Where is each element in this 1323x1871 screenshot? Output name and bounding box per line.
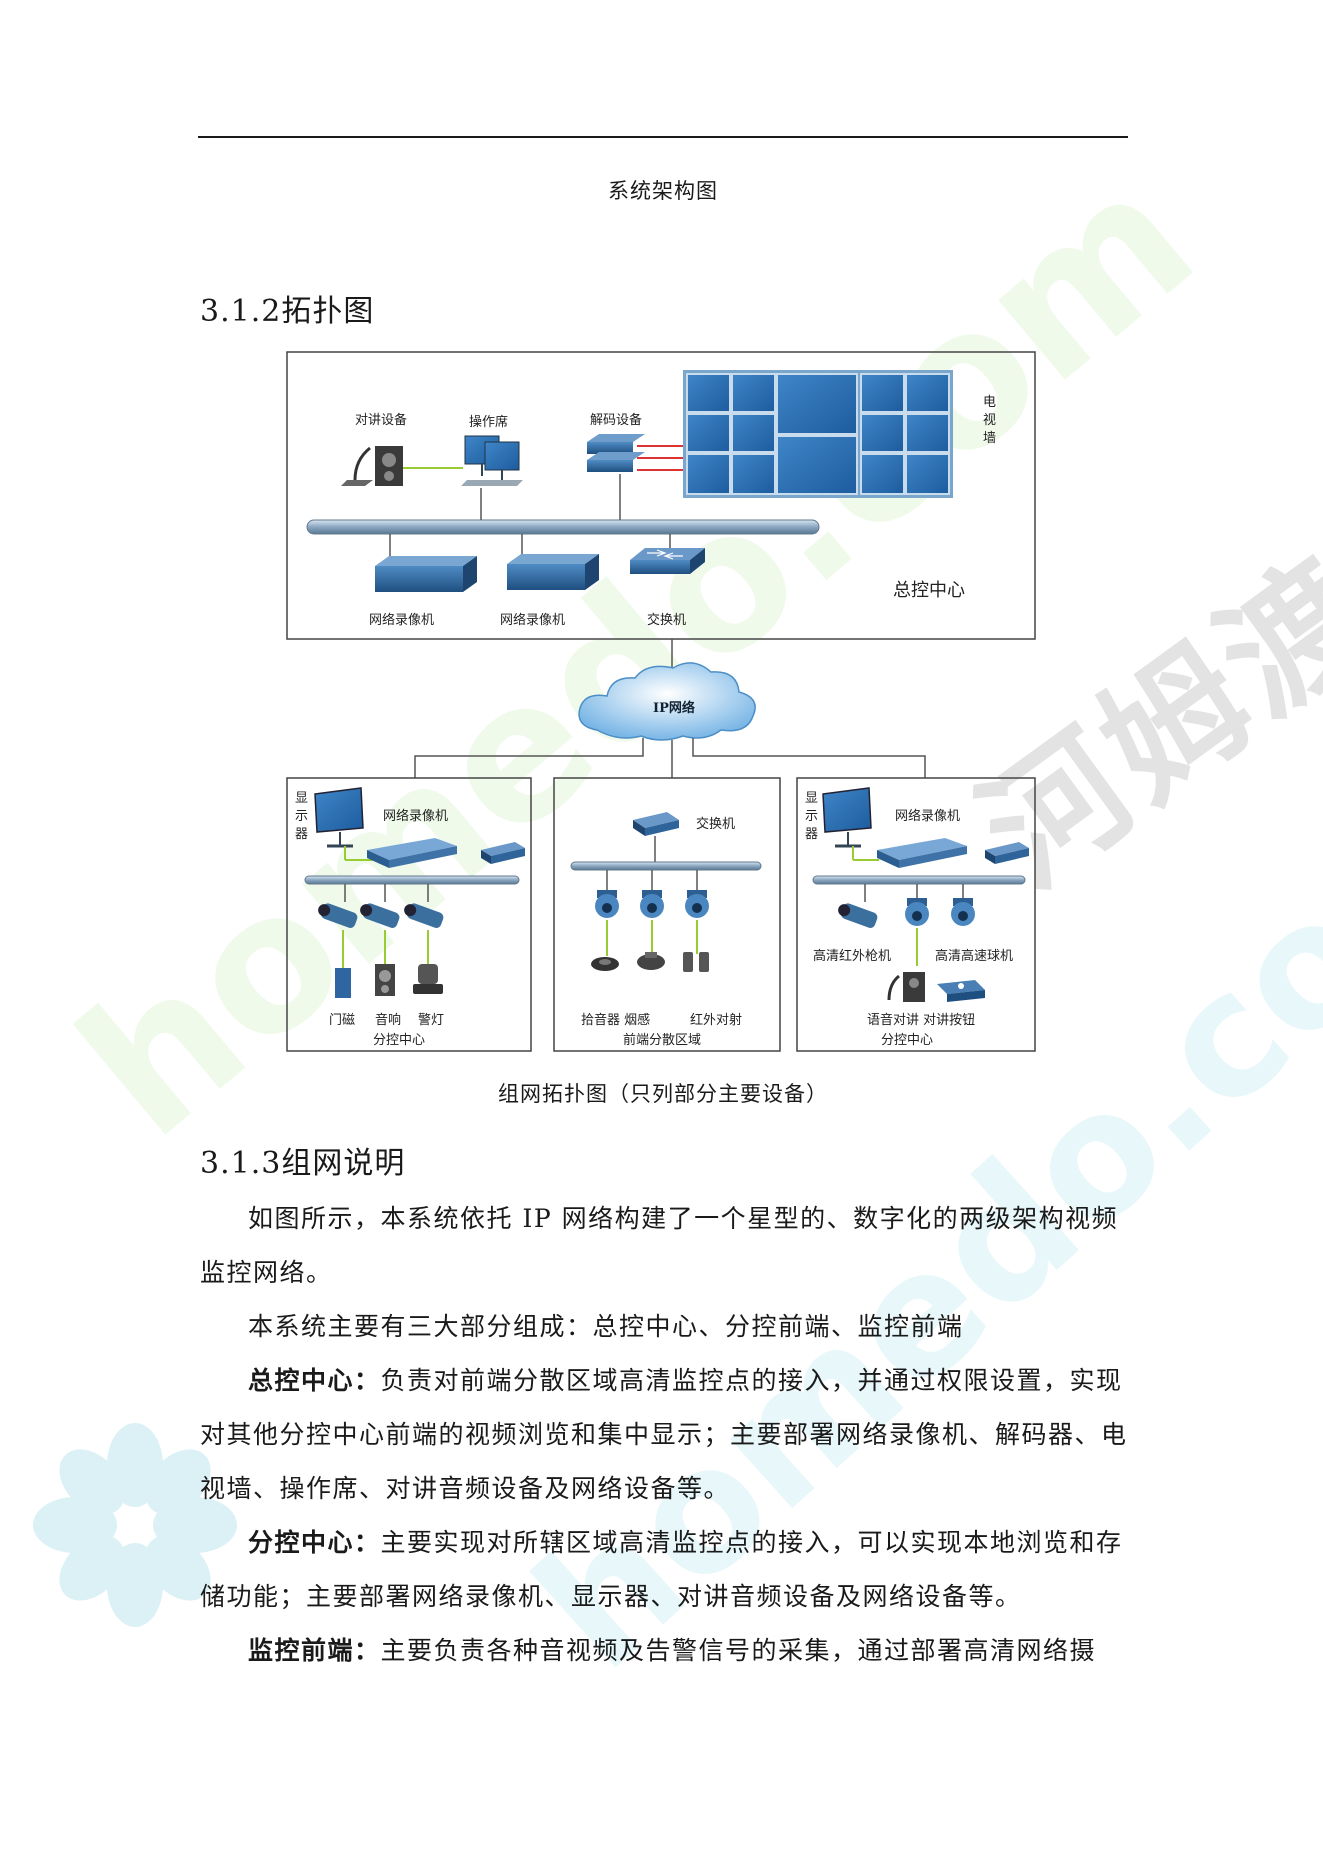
master-center-description: 负责对前端分散区域高清监控点的接入，并通过权限设置，实现对其他分控中心前端的视频…: [200, 1366, 1128, 1503]
main-backbone: [306, 519, 820, 535]
operator-desk-monitors: [461, 435, 523, 486]
left-display-label-2: 示: [295, 809, 308, 824]
right-monitor: [822, 787, 879, 861]
sub-center-description: 主要实现对所辖区域高清监控点的接入，可以实现本地浏览和存储功能；主要部署网络录像…: [200, 1528, 1123, 1611]
left-display-label-1: 显: [295, 791, 308, 806]
hd-dome-label: 高清高速球机: [935, 948, 1013, 964]
right-dome-cameras: [905, 898, 975, 926]
infrared-label: 红外对射: [690, 1012, 742, 1028]
pickup-smoke-label: 拾音器 烟感: [581, 1012, 650, 1028]
alarm-light-label: 警灯: [418, 1012, 444, 1028]
left-display-label-3: 器: [295, 827, 308, 842]
tv-wall-label-1: 电: [983, 395, 996, 410]
front-area-box: [553, 777, 781, 1052]
right-display-label-1: 显: [805, 791, 818, 806]
front-dome-cameras: [595, 890, 709, 918]
front-backbone: [570, 861, 762, 871]
intercom-device: [341, 446, 463, 486]
main-nvr-1: [375, 556, 477, 592]
left-cameras: [318, 903, 444, 928]
right-switch: [985, 842, 1029, 864]
left-monitor: [314, 787, 373, 861]
ip-network-cloud: [578, 662, 756, 741]
main-switch: [630, 548, 705, 574]
intercom-button: [937, 980, 985, 1002]
figure-caption-topology: 组网拓扑图（只列部分主要设备）: [498, 1082, 828, 1106]
decoder-device: [587, 434, 683, 472]
intercom-label: 对讲设备: [355, 412, 407, 428]
right-display-label-2: 示: [805, 809, 818, 824]
term-sub-center: 分控中心：: [248, 1528, 381, 1557]
pickup-microphone: [591, 957, 619, 971]
tv-wall-label-2: 视: [983, 413, 996, 428]
paragraph-monitoring-front: 监控前端：主要负责各种音视频及告警信号的采集，通过部署高清网络摄: [200, 1624, 1128, 1678]
door-sensor-label: 门磁: [329, 1013, 355, 1028]
speaker-label: 音响: [375, 1012, 401, 1028]
left-backbone: [304, 875, 520, 885]
term-monitoring-front: 监控前端：: [248, 1636, 381, 1665]
main-nvr-1-label: 网络录像机: [369, 612, 434, 628]
paragraph-master-center: 总控中心：负责对前端分散区域高清监控点的接入，并通过权限设置，实现对其他分控中心…: [200, 1354, 1128, 1516]
ip-network-label: IP网络: [653, 700, 695, 716]
header-rule: [198, 136, 1128, 138]
smoke-detector: [637, 952, 665, 970]
voice-intercom-label: 语音对讲 对讲按钮: [867, 1012, 975, 1028]
main-nvr-2: [507, 554, 599, 590]
paragraph-composition: 本系统主要有三大部分组成：总控中心、分控前端、监控前端: [248, 1312, 964, 1341]
alarm-light: [413, 964, 443, 994]
tv-wall: [683, 370, 953, 498]
section-heading-3-1-3: 3.1.3组网说明: [200, 1146, 406, 1181]
main-switch-label: 交换机: [647, 612, 686, 628]
hd-ir-gun-label: 高清红外枪机: [813, 948, 891, 964]
left-sub-center-title: 分控中心: [373, 1033, 425, 1048]
front-switch: [633, 812, 679, 836]
right-ir-gun-camera: [838, 903, 878, 928]
left-switch: [481, 842, 525, 864]
decoder-label: 解码设备: [590, 412, 642, 428]
left-sub-center-box: [286, 777, 532, 1052]
door-sensor: [335, 968, 351, 998]
topology-diagram: 电 视 墙 解码设备 操作席 对讲设备: [286, 351, 1036, 1052]
tv-wall-label-3: 墙: [983, 431, 996, 446]
infrared-beam: [683, 952, 709, 972]
section-heading-3-1-2: 3.1.2拓扑图: [200, 294, 375, 329]
figure-caption-architecture: 系统架构图: [608, 179, 718, 203]
voice-intercom: [887, 972, 925, 1002]
paragraph-sub-center: 分控中心：主要实现对所辖区域高清监控点的接入，可以实现本地浏览和存储功能；主要部…: [200, 1516, 1128, 1624]
paragraph-intro: 如图所示，本系统依托 IP 网络构建了一个星型的、数字化的两级架构视频监控网络。: [200, 1204, 1119, 1287]
right-nvr-label: 网络录像机: [895, 808, 960, 824]
left-nvr-label: 网络录像机: [383, 808, 448, 824]
right-sub-center-title: 分控中心: [881, 1033, 933, 1048]
main-nvr-2-label: 网络录像机: [500, 612, 565, 628]
front-area-title: 前端分散区域: [623, 1032, 701, 1048]
monitoring-front-description: 主要负责各种音视频及告警信号的采集，通过部署高清网络摄: [380, 1636, 1097, 1665]
front-switch-label: 交换机: [696, 816, 735, 832]
right-nvr: [877, 838, 967, 868]
operator-desk-label: 操作席: [469, 414, 508, 430]
left-nvr: [367, 838, 457, 868]
speaker: [375, 964, 395, 996]
master-center-box: [286, 351, 1036, 640]
right-backbone: [812, 875, 1026, 885]
master-center-label: 总控中心: [893, 580, 965, 601]
right-sub-center-box: [796, 777, 1036, 1052]
right-display-label-3: 器: [805, 827, 818, 842]
term-master-center: 总控中心：: [248, 1366, 381, 1395]
